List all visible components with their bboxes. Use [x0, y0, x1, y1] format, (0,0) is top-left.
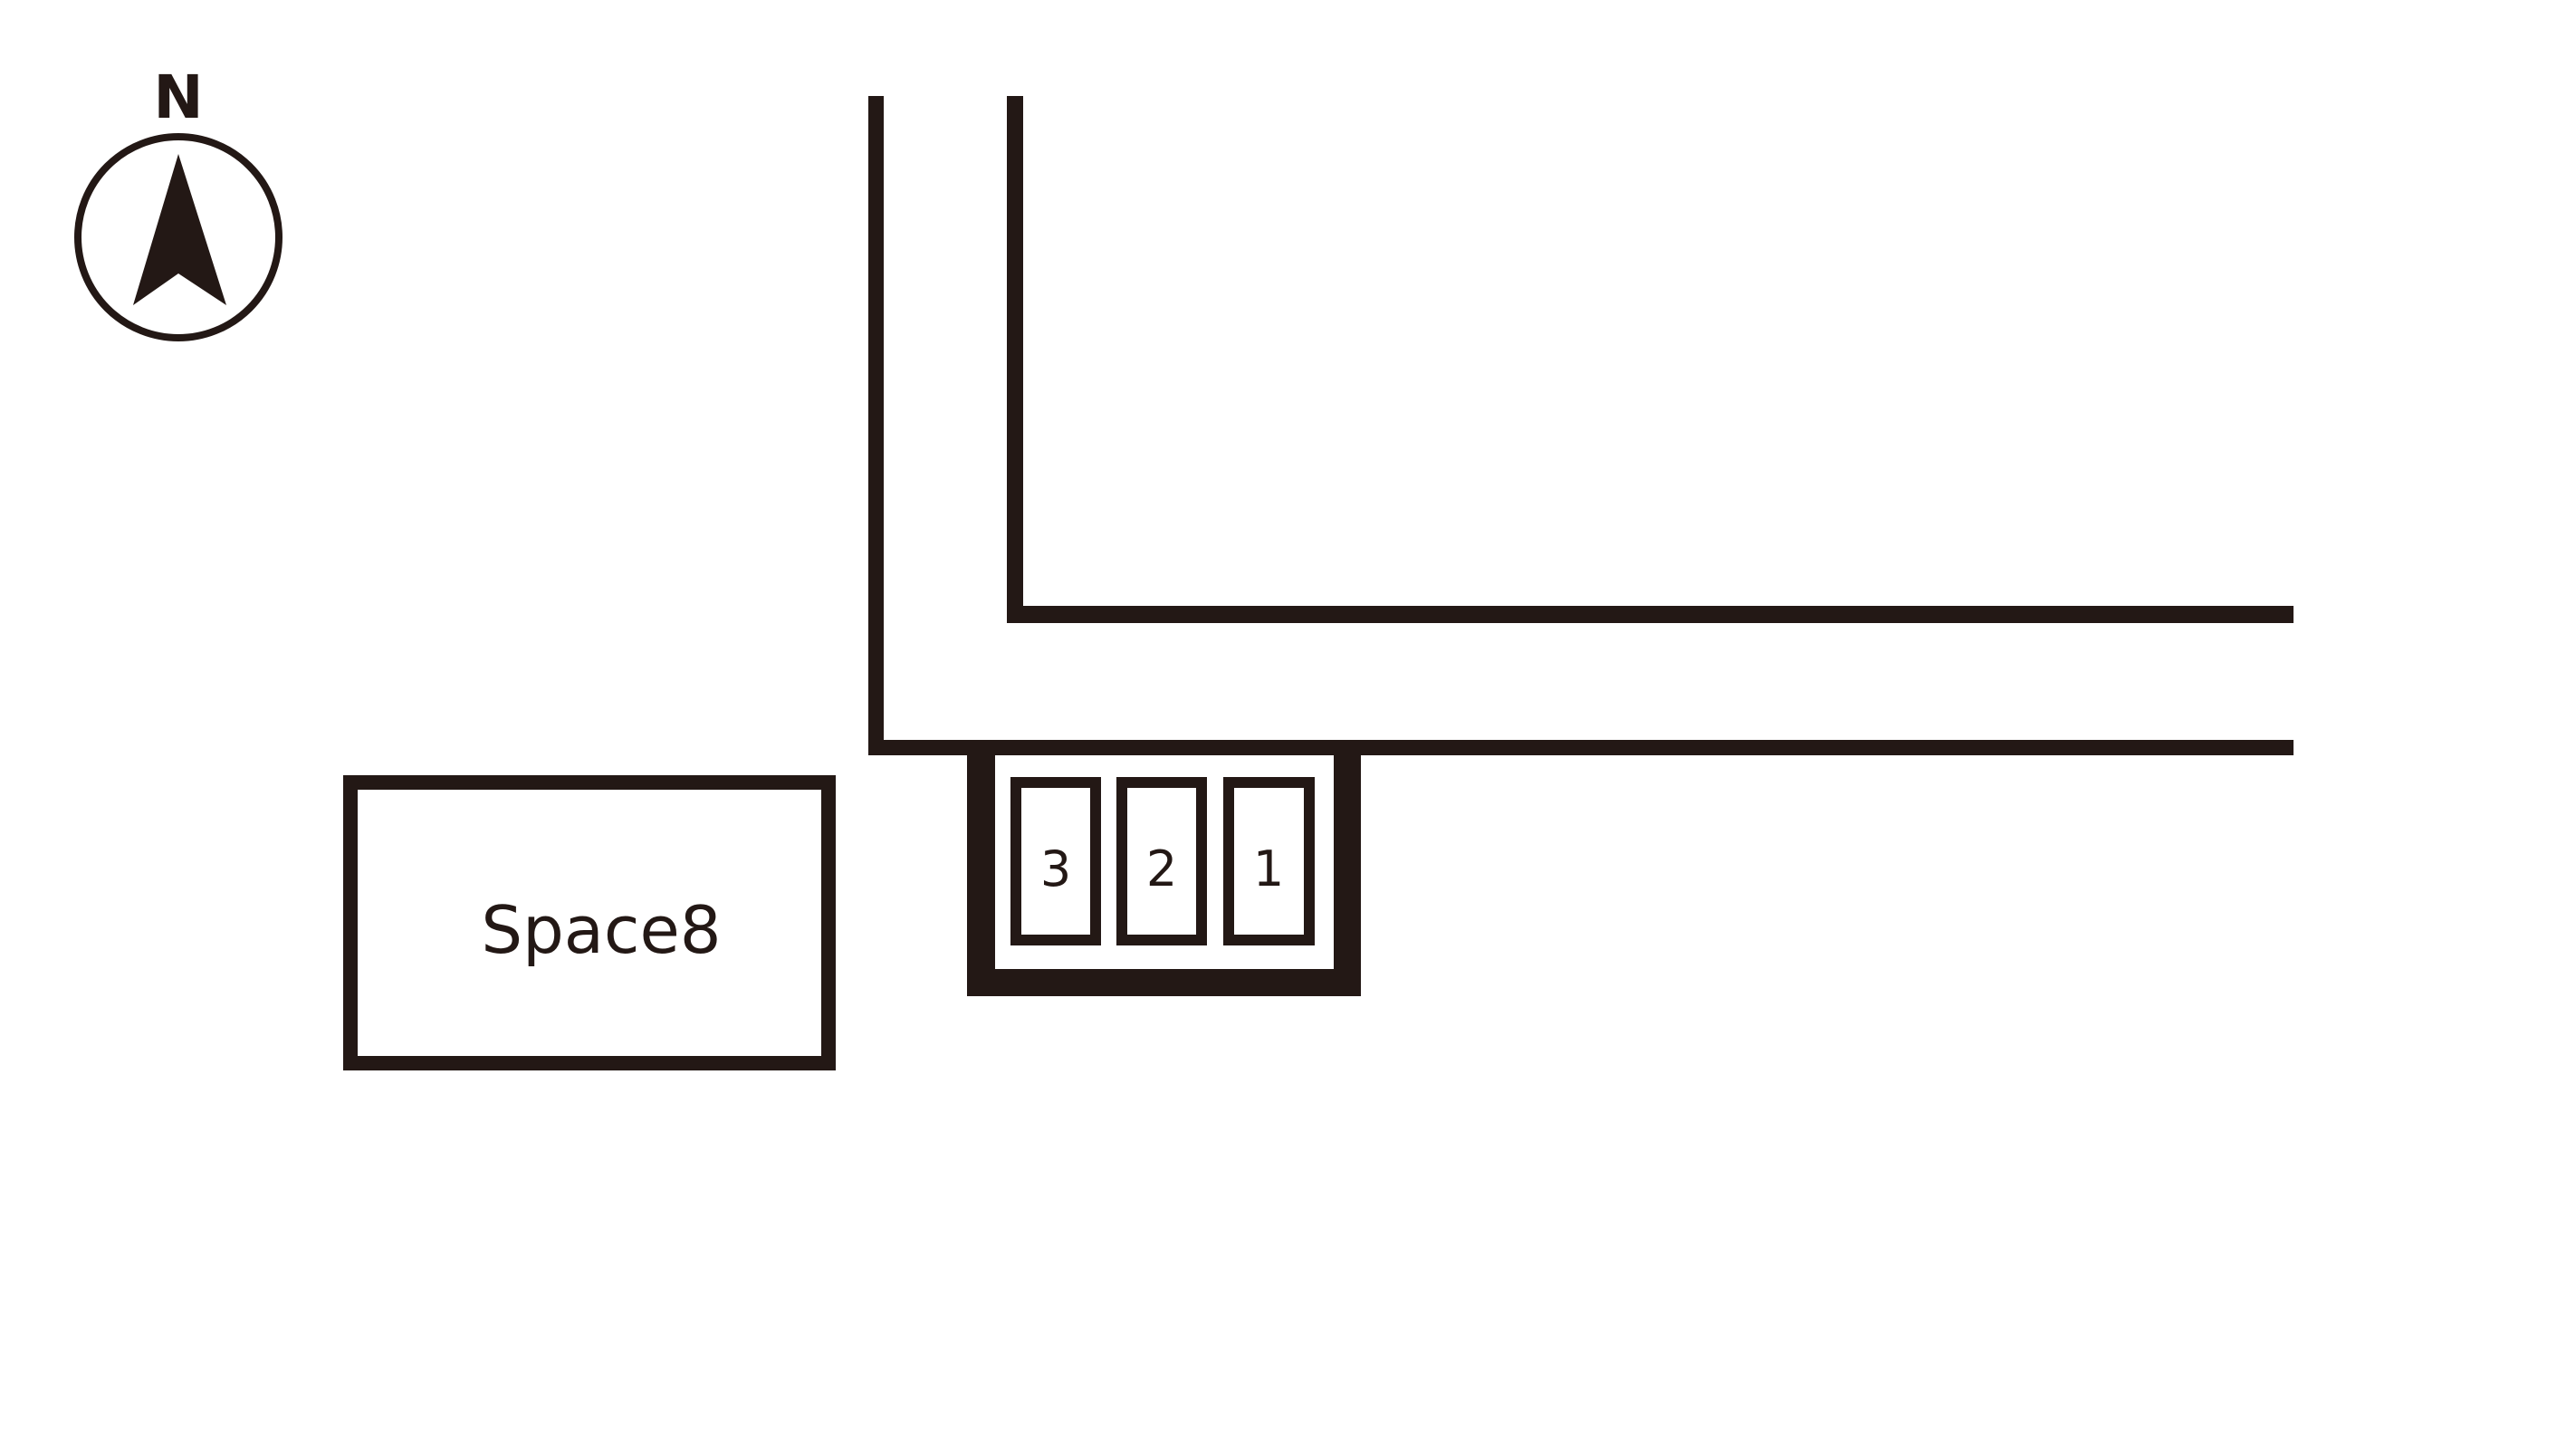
road-south-edge: [868, 740, 2294, 755]
road-inner-horizontal-edge: [1007, 606, 2294, 623]
road-west-edge: [868, 96, 884, 755]
building-space8: Space8: [343, 775, 836, 1070]
parking-space-number: 1: [1253, 840, 1284, 897]
parking-space-1[interactable]: 1: [1223, 777, 1315, 945]
north-arrow-icon: [133, 154, 226, 305]
parking-space-number: 3: [1040, 840, 1071, 897]
parking-space-3[interactable]: 3: [1010, 777, 1101, 945]
compass-north-label: N: [153, 62, 203, 132]
compass-circle: [74, 133, 282, 341]
compass: N: [74, 62, 282, 341]
parking-space-number: 2: [1146, 840, 1177, 897]
parking-lot: 3 2 1: [967, 755, 1361, 996]
road-outlines: [868, 96, 2294, 755]
building-outline: [343, 775, 836, 1070]
building-label: Space8: [481, 892, 721, 968]
road-inner-vertical-edge: [1007, 96, 1023, 623]
parking-lot-border: [967, 755, 1361, 996]
parking-space-2[interactable]: 2: [1116, 777, 1207, 945]
